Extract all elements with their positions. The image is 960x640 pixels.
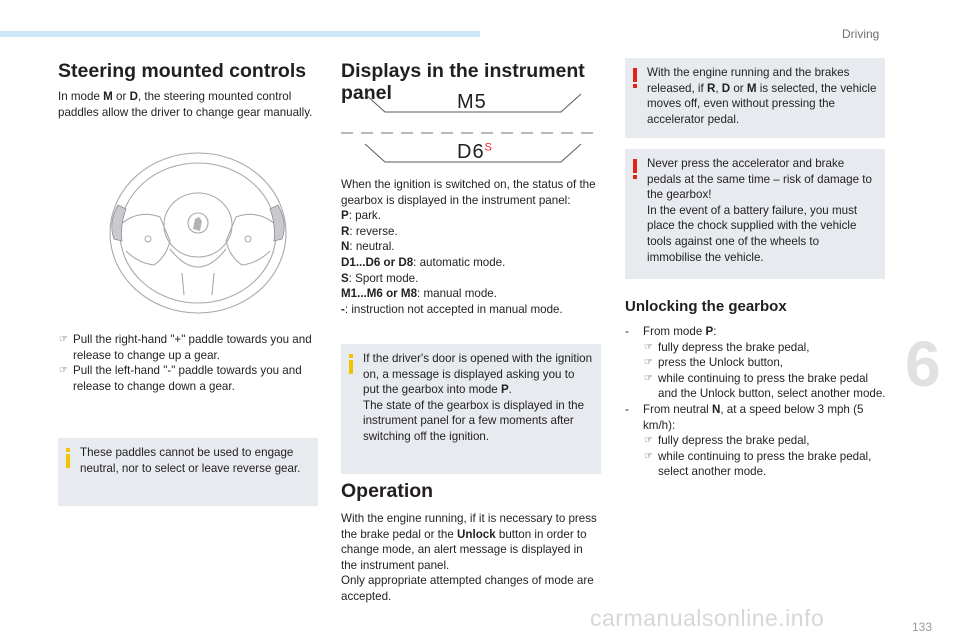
paddle-info-note-text: These paddles cannot be used to engage n… bbox=[80, 446, 301, 475]
page-number: 133 bbox=[912, 620, 933, 634]
mode-d: D1...D6 or D8: automatic mode. bbox=[341, 255, 506, 269]
operation-text: With the engine running, if it is necess… bbox=[341, 512, 597, 603]
mode-n: N: neutral. bbox=[341, 240, 395, 254]
mode-s: S: Sport mode. bbox=[341, 271, 419, 285]
paddle-instructions: Pull the right-hand "+" paddle towards y… bbox=[58, 332, 314, 394]
watermark: carmanualsonline.info bbox=[590, 605, 825, 631]
door-open-info-note: If the driver's door is opened with the … bbox=[341, 344, 601, 474]
info-icon bbox=[349, 354, 353, 374]
battery-failure-text: In the event of a battery failure, you m… bbox=[647, 203, 858, 264]
vehicle-moves-warning-text: With the engine running and the brakes r… bbox=[647, 66, 877, 126]
display-auto-sport-mode: D6S bbox=[457, 140, 493, 164]
display-auto-gear: D6 bbox=[457, 141, 485, 163]
paddle-instruction-up: Pull the right-hand "+" paddle towards y… bbox=[58, 332, 314, 363]
step-depress-brake: fully depress the brake pedal, bbox=[643, 340, 887, 356]
pedal-battery-warning: Never press the accelerator and brake pe… bbox=[625, 149, 885, 279]
display-manual-mode: M5 bbox=[457, 91, 487, 113]
step-depress-brake-neutral: fully depress the brake pedal, bbox=[643, 433, 887, 449]
display-duration-note-text: The state of the gearbox is displayed in… bbox=[363, 398, 585, 443]
unlocking-gearbox-title: Unlocking the gearbox bbox=[625, 298, 787, 315]
mode-m: M1...M6 or M8: manual mode. bbox=[341, 287, 497, 301]
step-select-mode-neutral: while continuing to press the brake peda… bbox=[643, 449, 887, 480]
mode-not-accepted: -: instruction not accepted in manual mo… bbox=[341, 302, 563, 316]
display-sport-indicator: S bbox=[484, 141, 493, 154]
displays-title: Displays in the instrument panel bbox=[341, 60, 585, 104]
gearbox-display-illustration bbox=[341, 93, 597, 163]
pedal-warning-text: Never press the accelerator and brake pe… bbox=[647, 157, 872, 202]
running-header: Driving bbox=[842, 27, 880, 41]
chapter-number: 6 bbox=[905, 328, 941, 400]
gearbox-status-list: When the ignition is switched on, the st… bbox=[341, 177, 597, 317]
warning-icon bbox=[633, 159, 637, 179]
vehicle-moves-warning: With the engine running and the brakes r… bbox=[625, 58, 885, 138]
steering-wheel-illustration bbox=[109, 152, 287, 314]
steering-controls-title: Steering mounted controls bbox=[58, 60, 307, 82]
door-open-note-text: If the driver's door is opened with the … bbox=[363, 352, 593, 397]
mode-r: R: reverse. bbox=[341, 224, 398, 238]
header-accent-bar bbox=[0, 31, 480, 37]
steering-controls-intro: In mode M or D, the steering mounted con… bbox=[58, 90, 313, 119]
mode-p: P: park. bbox=[341, 209, 381, 223]
from-mode-p: - From mode P: fully depress the brake p… bbox=[625, 324, 887, 402]
unlocking-procedure: - From mode P: fully depress the brake p… bbox=[625, 324, 887, 480]
paddle-instruction-down: Pull the left-hand "-" paddle towards yo… bbox=[58, 363, 314, 394]
step-press-unlock: press the Unlock button, bbox=[643, 355, 887, 371]
paddle-info-note: These paddles cannot be used to engage n… bbox=[58, 438, 318, 506]
from-neutral: - From neutral N, at a speed below 3 mph… bbox=[625, 402, 887, 480]
info-icon bbox=[66, 448, 70, 468]
gearbox-status-intro: When the ignition is switched on, the st… bbox=[341, 178, 596, 207]
warning-icon bbox=[633, 68, 637, 88]
step-select-mode: while continuing to press the brake peda… bbox=[643, 371, 887, 402]
operation-title: Operation bbox=[341, 480, 434, 502]
